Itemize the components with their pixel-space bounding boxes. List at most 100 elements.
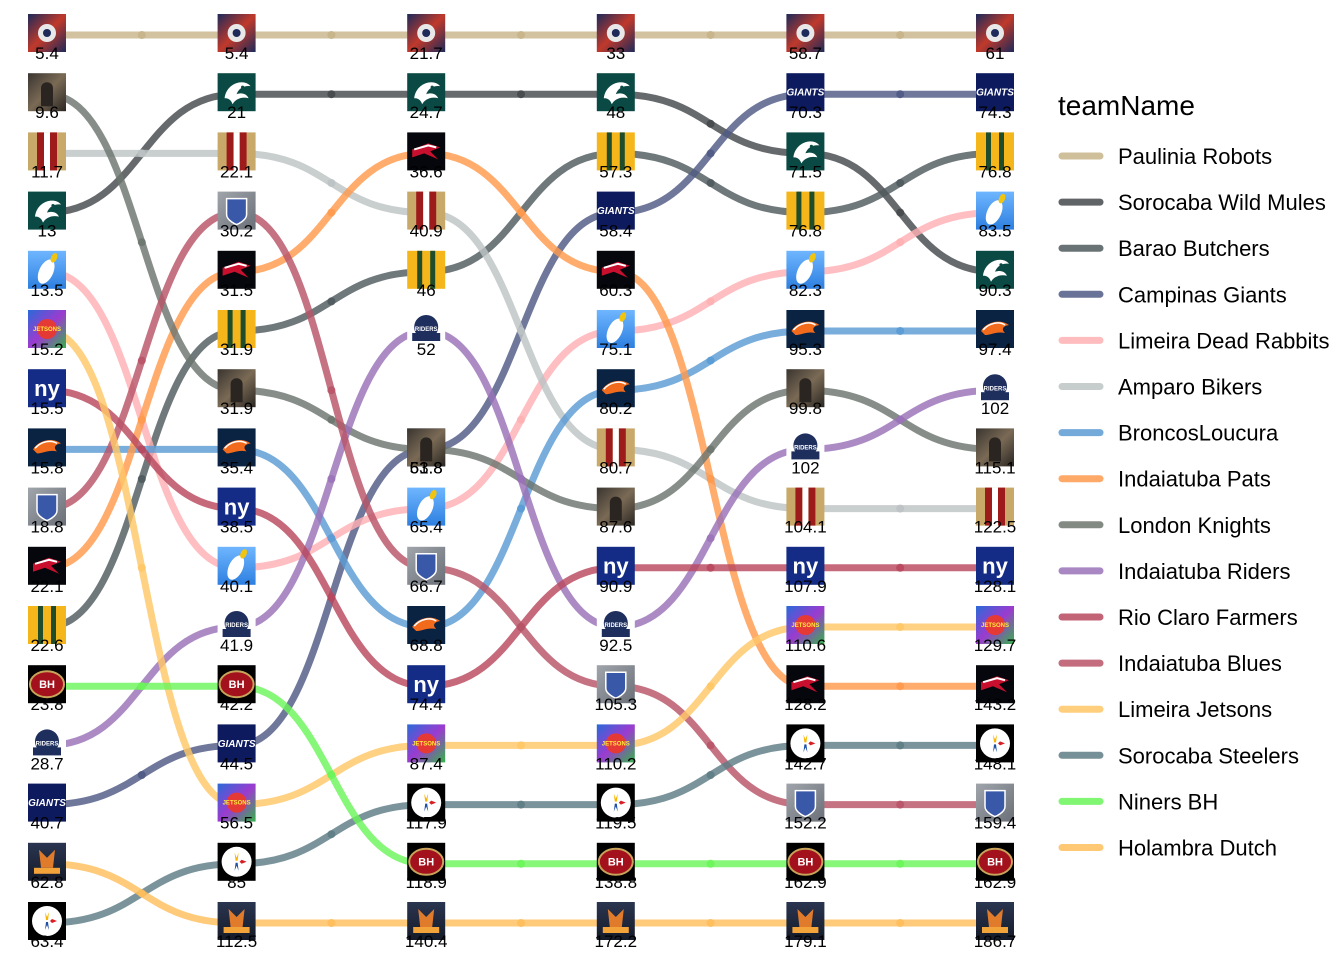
dutch-logo-icon [407,902,446,940]
value-label: 22.1 [30,577,63,596]
blues-logo-icon [786,783,825,822]
value-label: 63.4 [30,932,63,951]
legend-label: Niners BH [1118,789,1218,814]
value-label: 40.1 [220,577,253,596]
legend-item-limeira-jetsons: Limeira Jetsons [1058,697,1272,722]
series-line-barao-butchers [43,149,999,631]
legend-label: Barao Butchers [1118,236,1270,261]
legend-label: Limeira Jetsons [1118,697,1272,722]
series-dot-barao-butchers [896,179,905,187]
legend-item-campinas-giants: Campinas Giants [1058,282,1287,307]
legend-label: Holambra Dutch [1118,836,1277,861]
legend-label: BroncosLoucura [1118,421,1279,446]
series-dot-amparo-bikers [517,327,525,335]
steelers-logo-icon [976,724,1014,763]
steelers-logo-icon [596,783,635,822]
steelers-logo-icon [407,783,446,822]
legend-item-rio-claro-farmers: Rio Claro Farmers [1058,605,1298,630]
bh-logo-icon: BH [786,842,825,881]
series-dot-indaiatuba-pats [896,682,905,691]
svg-text:GIANTS: GIANTS [28,798,66,809]
eagle-logo-icon [976,250,1014,289]
series-dot-rio-claro-farmers [137,445,146,454]
value-label: 38.5 [220,518,253,537]
legend-label: Limeira Dead Rabbits [1118,328,1330,353]
broncos-logo-icon [976,310,1014,348]
legend-label: Sorocaba Steelers [1118,743,1299,768]
legend-label: Indaiatuba Pats [1118,467,1271,492]
bh-logo-icon: BH [976,842,1014,881]
riders-logo-icon: RIDERS [28,724,66,763]
blues-logo-icon [976,783,1014,822]
value-label: 23.8 [30,695,63,714]
svg-text:ny: ny [603,554,629,579]
eagle-logo-icon [596,73,635,112]
value-label: 22.6 [30,636,63,655]
value-label: 80.7 [599,458,632,477]
series-line-sorocaba-steelers [43,741,999,927]
value-label: 52 [417,340,436,359]
49ers-style-logo-icon [976,487,1014,526]
dutch-logo-icon [596,902,635,940]
series-dot-rio-claro-farmers [706,563,715,572]
value-label: 44.5 [220,754,253,773]
value-label: 172.2 [595,932,638,951]
broncos-logo-icon [28,428,66,467]
riders-logo-icon: RIDERS [407,310,446,348]
svg-text:RIDERS: RIDERS [415,327,438,333]
knight-logo-icon [786,369,825,408]
series-dot-indaiatuba-pats [517,208,525,217]
series-lines [43,31,999,927]
value-label: 76.8 [978,162,1011,181]
ny-logo-icon: ny [596,546,635,585]
value-label: 186.7 [974,932,1017,951]
broncos-logo-icon [596,369,635,408]
value-label: 95.3 [789,340,822,359]
legend-item-indaiatuba-riders: Indaiatuba Riders [1058,559,1290,584]
series-dot-broncosloucura [327,534,336,543]
value-label: 40.9 [410,222,443,241]
patriots-logo-icon [28,546,66,585]
value-label: 42.2 [220,695,253,714]
value-label: 18.8 [30,518,63,537]
broncos-logo-icon [407,606,446,644]
robot-logo-icon [217,14,256,52]
series-dot-indaiatuba-pats [706,475,715,483]
value-label: 92.5 [599,636,632,655]
series-dot-paulinia-robots [137,31,146,39]
rabbit-logo-icon [28,250,66,289]
value-label: 21 [227,103,246,122]
value-label: 83.5 [978,222,1011,241]
series-dot-indaiatuba-blues [137,356,146,365]
series-line-sorocaba-wild-mules [43,90,999,276]
rabbit-logo-icon [596,310,635,348]
series-dot-broncosloucura [706,356,715,365]
value-label: 33 [606,44,625,63]
series-dot-rio-claro-farmers [896,563,905,572]
series-dot-holambra-dutch [896,919,905,927]
value-label: 30.2 [220,222,253,241]
series-dot-london-knights [327,415,336,424]
value-label: 9.6 [35,103,59,122]
series-dot-amparo-bikers [896,504,905,513]
giants-logo-icon: GIANTS [786,73,825,112]
rabbit-logo-icon [407,487,446,526]
legend-label: Amparo Bikers [1118,375,1262,400]
series-dot-paulinia-robots [896,31,905,39]
series-dot-limeira-dead-rabbits [706,297,715,306]
series-dot-campinas-giants [706,149,715,158]
value-label: 46 [417,281,436,300]
value-label: 138.8 [595,873,638,892]
value-label: 87.6 [599,518,632,537]
value-label: 102 [981,399,1009,418]
series-dot-barao-butchers [706,179,715,187]
series-dot-sorocaba-steelers [896,741,905,750]
riders-logo-icon: RIDERS [596,606,635,644]
value-label: 71.5 [789,162,822,181]
value-label: 162.9 [974,873,1017,892]
value-label: 115.1 [974,458,1015,477]
value-label: 13 [38,222,57,241]
svg-text:GIANTS: GIANTS [597,206,635,217]
